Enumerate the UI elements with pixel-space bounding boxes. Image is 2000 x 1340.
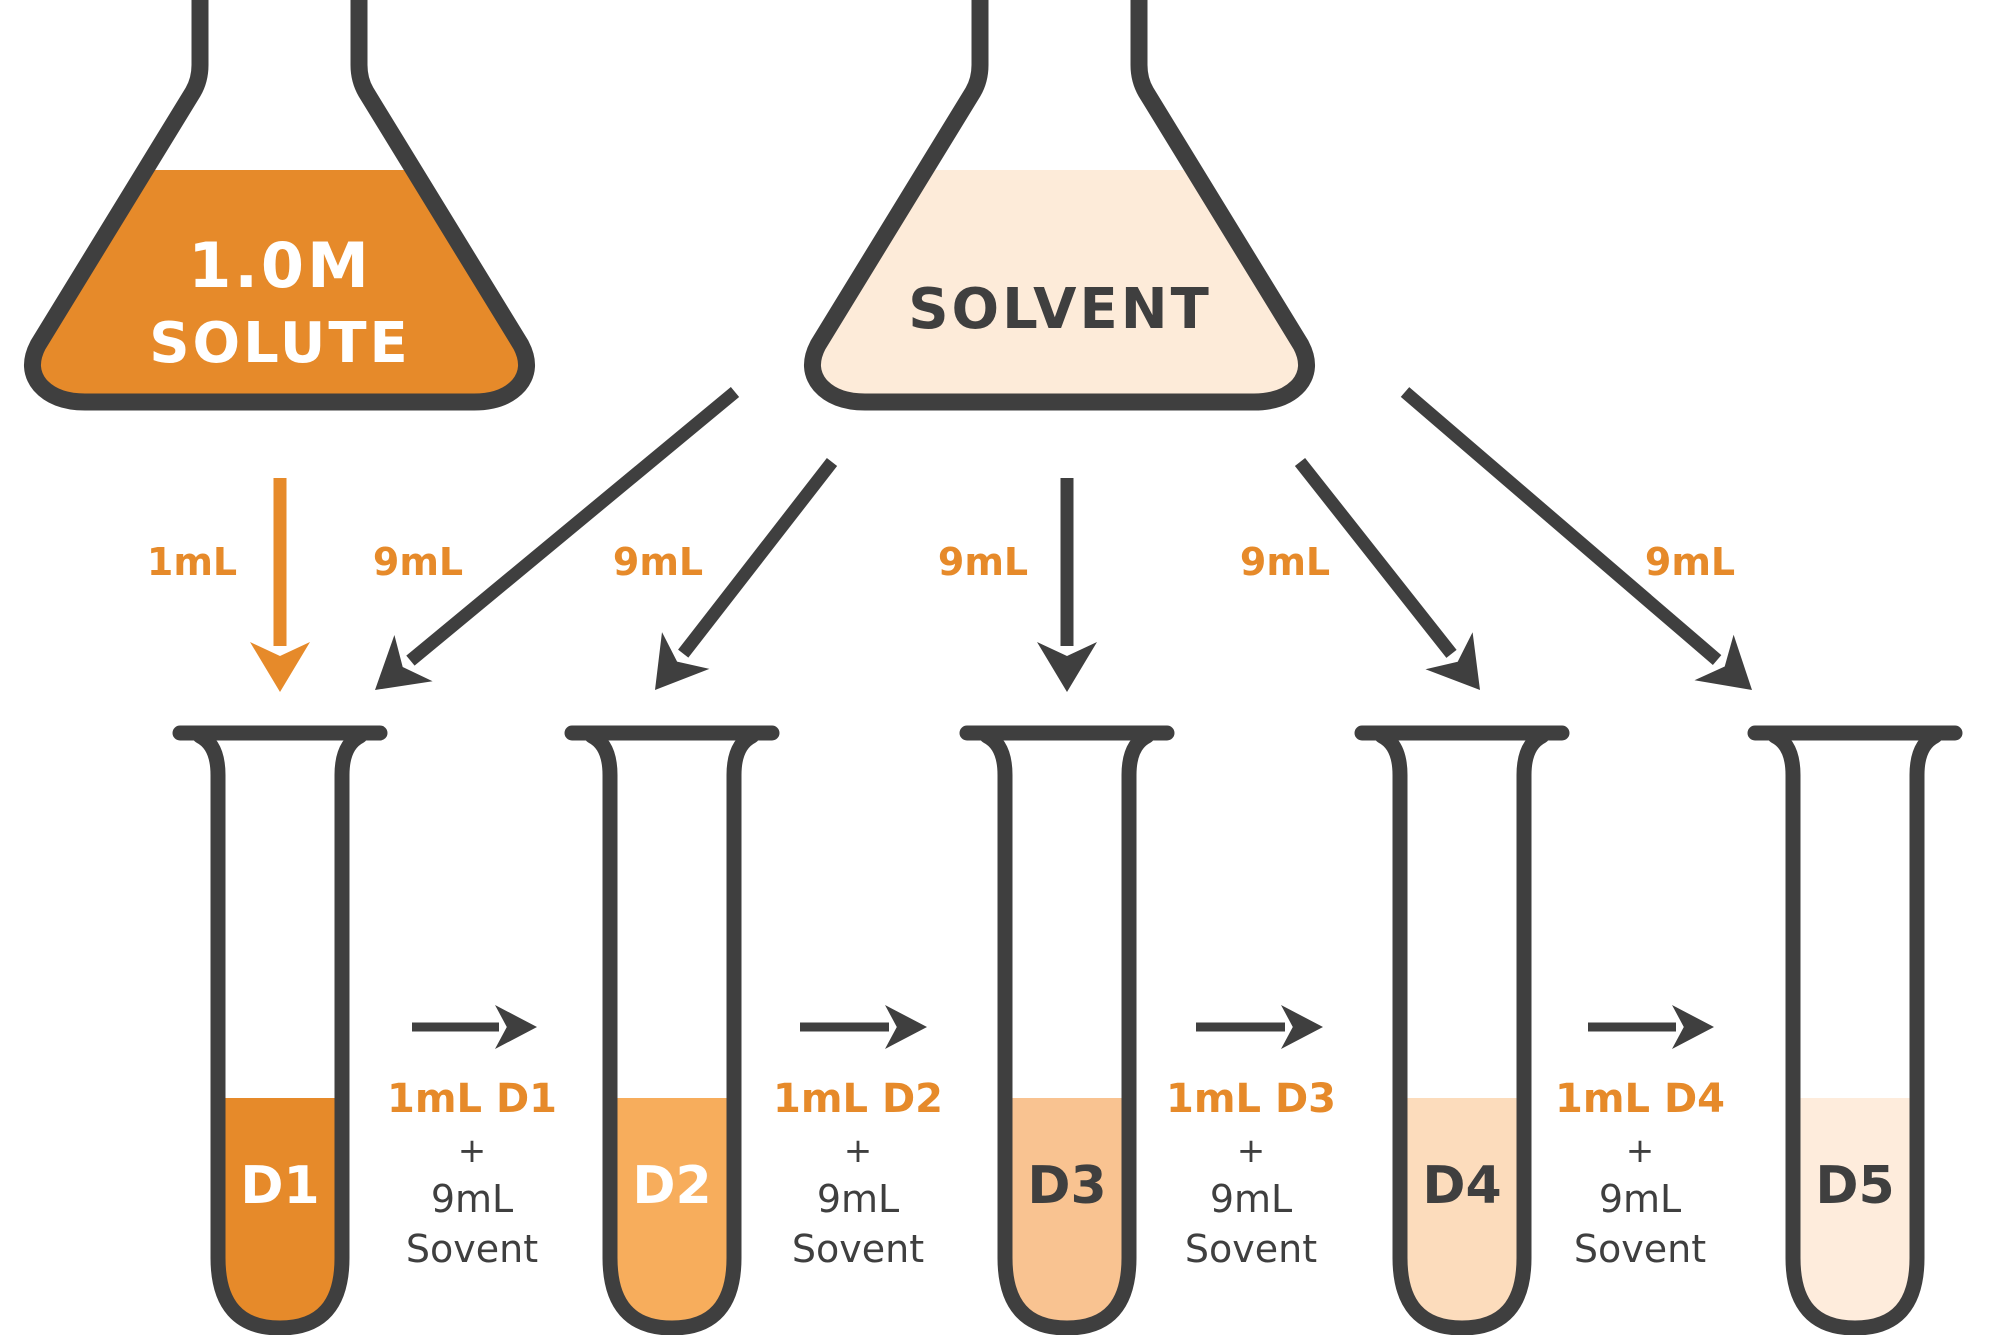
dilution-step-4: 1mL D4 + 9mL Sovent xyxy=(1555,1076,1725,1271)
dilution-step-2: 1mL D2 + 9mL Sovent xyxy=(773,1076,943,1271)
step-solvent-name: Sovent xyxy=(792,1227,924,1271)
solvent-to-d2-arrow xyxy=(655,458,838,690)
tube-liquid xyxy=(1005,1098,1129,1328)
solute-to-d1-arrow xyxy=(250,478,310,692)
solvent-volume-label-3: 9mL xyxy=(938,540,1028,584)
step-plus-sign: + xyxy=(1626,1131,1655,1171)
test-tubes: D1 D2 D3 D4 D5 xyxy=(172,725,1963,1336)
solvent-label: SOLVENT xyxy=(908,277,1212,342)
step-solvent-volume: 9mL xyxy=(1210,1177,1292,1221)
solute-concentration: 1.0M xyxy=(188,229,372,302)
tube-outline xyxy=(959,725,1175,1336)
step-4-arrow xyxy=(1588,1005,1714,1049)
solute-to-d1-arrow-head xyxy=(250,642,310,692)
tube-label: D2 xyxy=(632,1156,711,1216)
solvent-to-d5-arrow-shaft xyxy=(1400,387,1722,665)
solute-flask-outline xyxy=(24,0,535,411)
step-plus-sign: + xyxy=(844,1131,873,1171)
step-transfer-label: 1mL D1 xyxy=(387,1076,557,1122)
tube-label: D5 xyxy=(1815,1156,1894,1216)
step-solvent-name: Sovent xyxy=(406,1227,538,1271)
solvent-flask-outline xyxy=(804,0,1315,411)
tube-outline xyxy=(1354,725,1570,1336)
solvent-to-d1-arrow xyxy=(375,386,740,690)
solvent-to-d4-arrow-head xyxy=(1425,632,1480,690)
solvent-to-d5-arrow xyxy=(1400,387,1752,690)
solute-flask: 1.0M SOLUTE xyxy=(24,0,535,411)
solvent-to-d2-arrow-head xyxy=(655,632,710,690)
test-tube-d2: D2 xyxy=(564,725,780,1336)
solute-volume-label: 1mL xyxy=(147,540,237,584)
step-transfer-label: 1mL D3 xyxy=(1166,1076,1336,1122)
solute-label: SOLUTE xyxy=(149,311,411,376)
dilution-step-1: 1mL D1 + 9mL Sovent xyxy=(387,1076,557,1271)
solvent-flask: SOLVENT xyxy=(804,0,1315,411)
test-tube-d1: D1 xyxy=(172,725,388,1336)
test-tube-d4: D4 xyxy=(1354,725,1570,1336)
solvent-volume-label-4: 9mL xyxy=(1240,540,1330,584)
test-tube-d3: D3 xyxy=(959,725,1175,1336)
feed-arrows xyxy=(250,386,1752,692)
step-solvent-volume: 9mL xyxy=(817,1177,899,1221)
step-4-arrow-head xyxy=(1672,1005,1714,1049)
step-2-arrow-head xyxy=(885,1005,927,1049)
dilution-steps: 1mL D1 + 9mL Sovent 1mL D2 + 9mL Sovent … xyxy=(387,1005,1725,1271)
solvent-volume-label-1: 9mL xyxy=(373,540,463,584)
step-3-arrow xyxy=(1196,1005,1323,1049)
tube-liquid xyxy=(218,1098,342,1328)
solvent-to-d3-arrow xyxy=(1037,478,1097,692)
solvent-volume-label-5: 9mL xyxy=(1645,540,1735,584)
tube-label: D3 xyxy=(1027,1156,1106,1216)
tube-liquid xyxy=(1793,1098,1917,1328)
tube-outline xyxy=(1747,725,1963,1336)
solvent-volume-label-2: 9mL xyxy=(613,540,703,584)
step-transfer-label: 1mL D4 xyxy=(1555,1076,1725,1122)
step-solvent-volume: 9mL xyxy=(431,1177,513,1221)
test-tube-d5: D5 xyxy=(1747,725,1963,1336)
step-3-arrow-head xyxy=(1281,1005,1323,1049)
tube-liquid xyxy=(1400,1098,1524,1328)
step-solvent-name: Sovent xyxy=(1574,1227,1706,1271)
step-solvent-volume: 9mL xyxy=(1599,1177,1681,1221)
step-plus-sign: + xyxy=(1237,1131,1266,1171)
tube-outline xyxy=(564,725,780,1336)
step-plus-sign: + xyxy=(458,1131,487,1171)
step-2-arrow xyxy=(800,1005,927,1049)
tube-label: D1 xyxy=(240,1156,319,1216)
solvent-to-d4-arrow-shaft xyxy=(1294,457,1457,658)
tube-outline xyxy=(172,725,388,1336)
dilution-step-3: 1mL D3 + 9mL Sovent xyxy=(1166,1076,1336,1271)
tube-label: D4 xyxy=(1422,1156,1501,1216)
solvent-to-d1-arrow-head xyxy=(375,635,433,690)
step-solvent-name: Sovent xyxy=(1185,1227,1317,1271)
solvent-to-d5-arrow-head xyxy=(1694,634,1752,690)
tube-liquid xyxy=(610,1098,734,1328)
solvent-to-d4-arrow xyxy=(1294,457,1480,690)
step-1-arrow-head xyxy=(495,1005,537,1049)
step-transfer-label: 1mL D2 xyxy=(773,1076,943,1122)
solvent-to-d3-arrow-head xyxy=(1037,642,1097,692)
step-1-arrow xyxy=(412,1005,537,1049)
solvent-to-d1-arrow-shaft xyxy=(406,386,740,666)
solvent-to-d2-arrow-shaft xyxy=(678,458,838,658)
